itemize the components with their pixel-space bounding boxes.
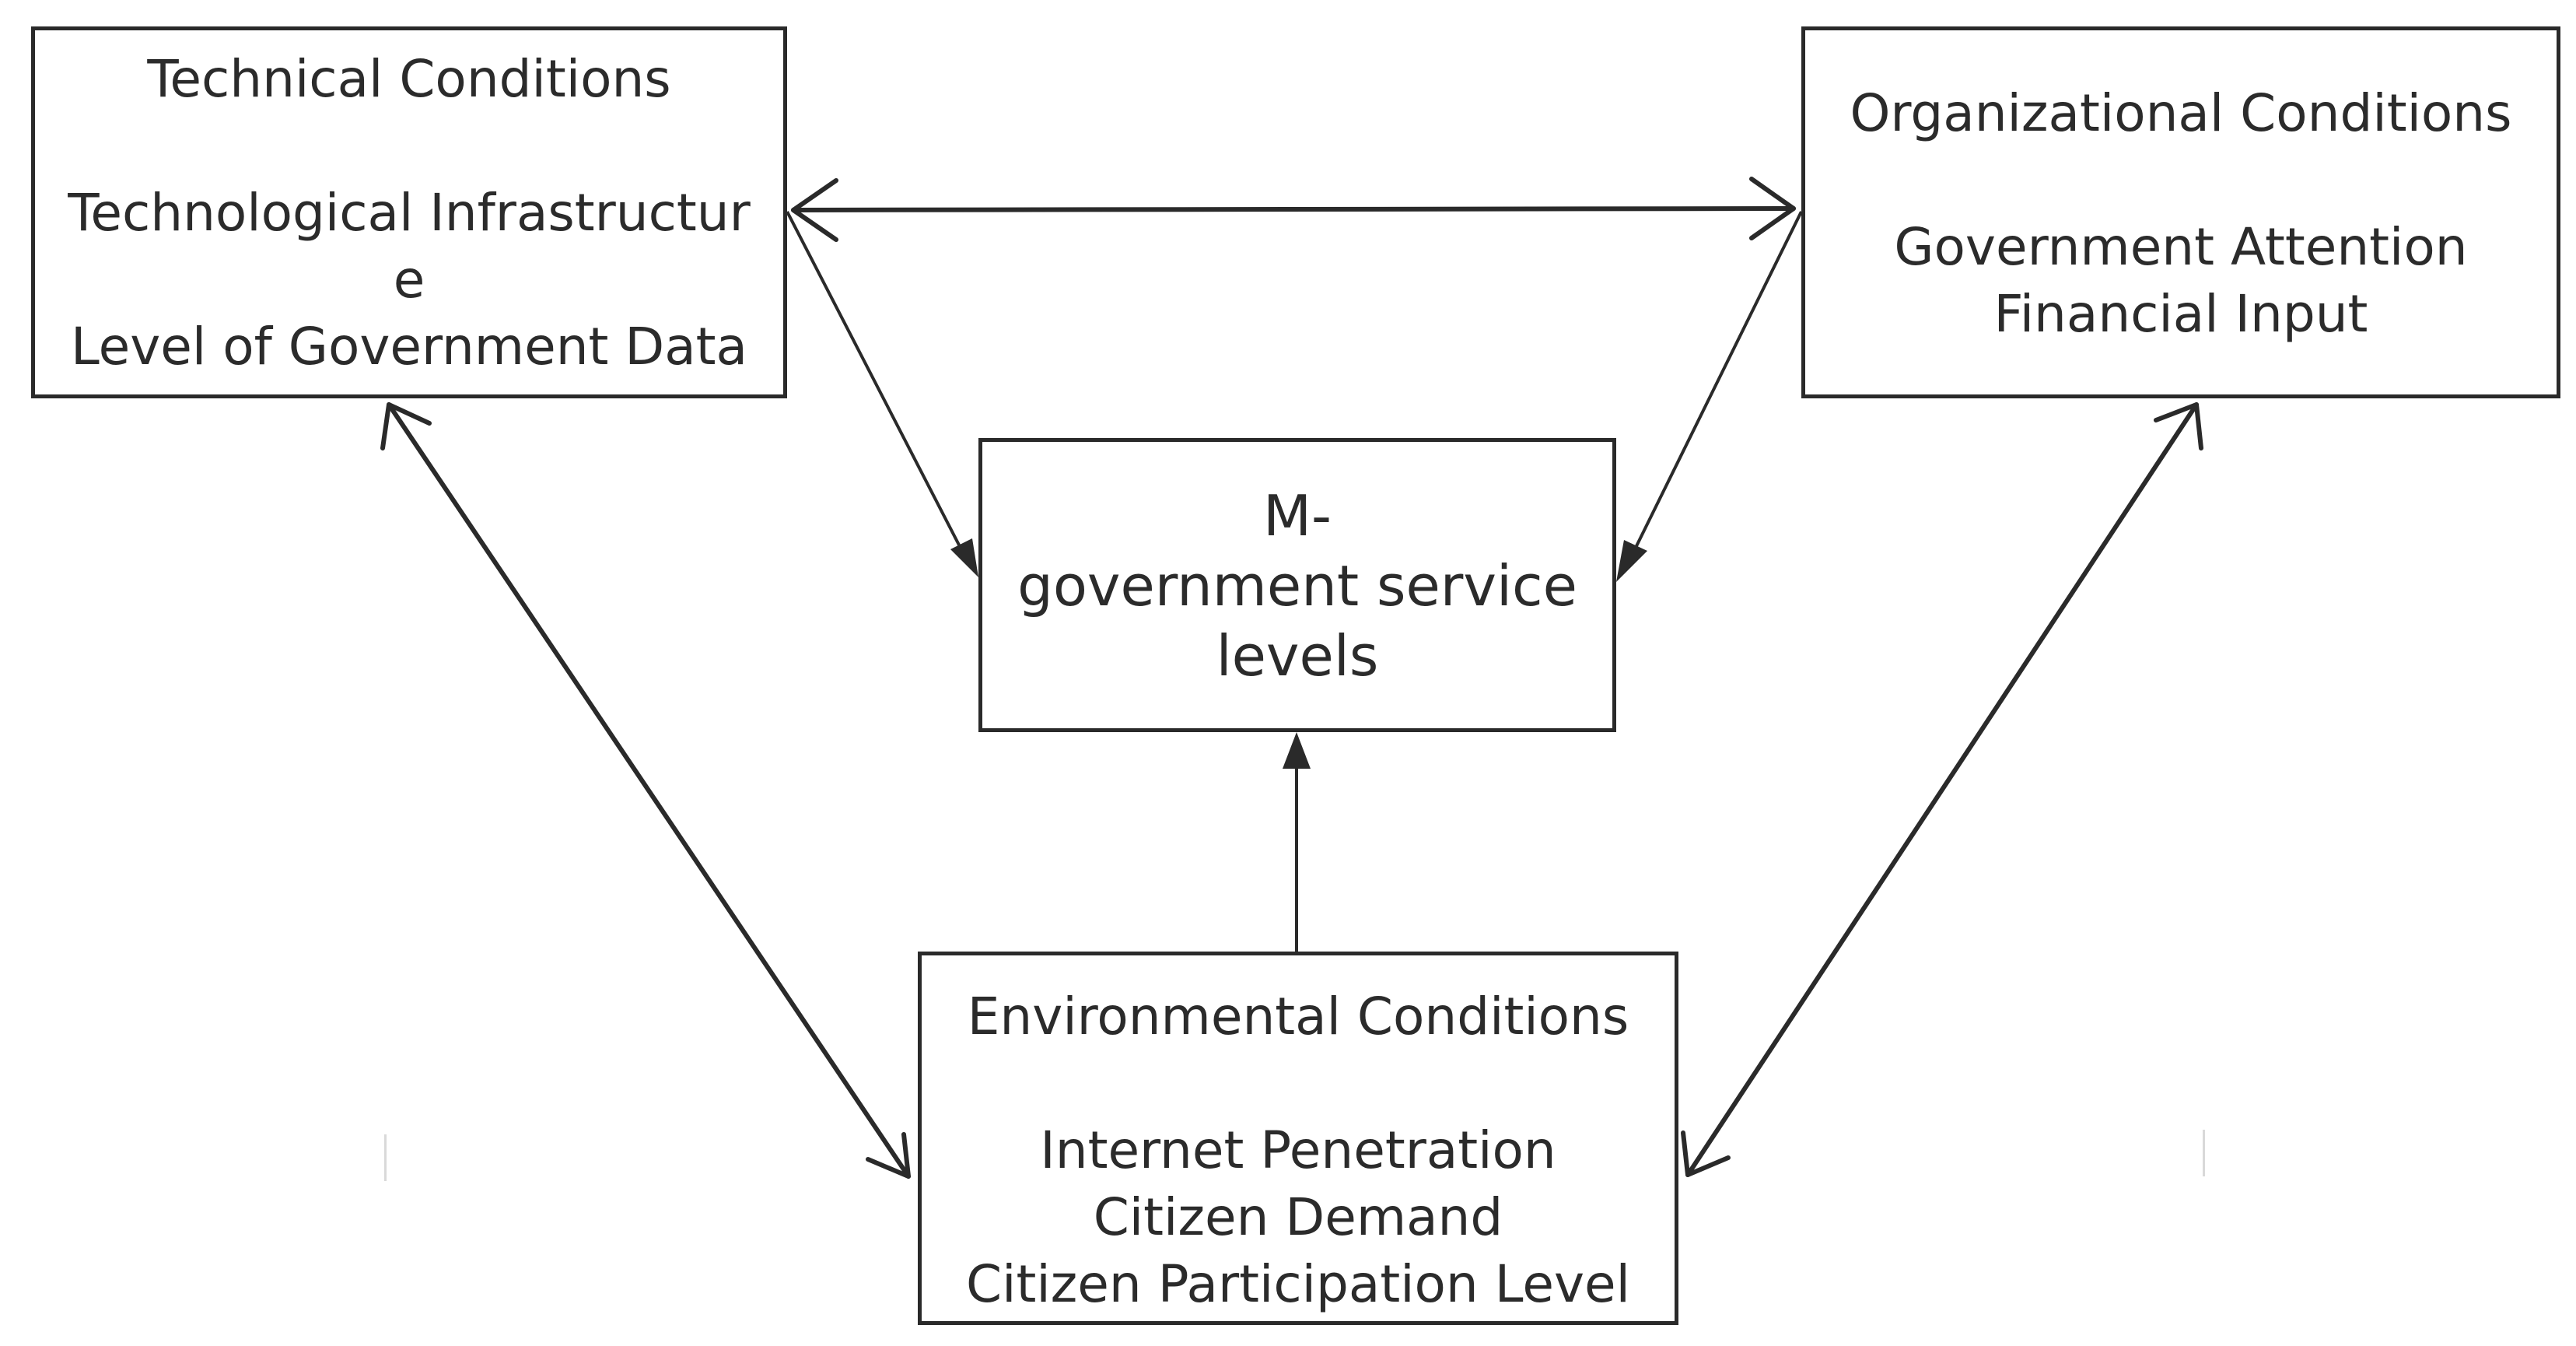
arrow-technical-organizational: [791, 177, 1796, 242]
technical-item-government-data: Level of Government Data: [71, 317, 747, 377]
environmental-conditions-box: Environmental Conditions Internet Penetr…: [918, 952, 1678, 1325]
environmental-item-participation: Citizen Participation Level: [966, 1254, 1630, 1314]
faint-mark-left: [384, 1134, 387, 1181]
arrow-environmental-center: [1283, 732, 1311, 952]
technical-item-infrastructure: Technological Infrastructur: [68, 183, 751, 243]
center-line-3: levels: [1216, 623, 1379, 689]
environmental-spacer: [922, 1050, 1675, 1117]
center-line-1: M-: [1262, 483, 1332, 549]
arrow-technical-center: [786, 211, 978, 577]
environmental-item-demand: Citizen Demand: [1093, 1187, 1503, 1247]
arrow-technical-environmental: [380, 402, 911, 1179]
organizational-title: Organizational Conditions: [1850, 83, 2512, 143]
environmental-title: Environmental Conditions: [967, 987, 1629, 1046]
m-government-service-levels-box: M- government service levels: [978, 438, 1616, 732]
arrow-organizational-center: [1616, 211, 1803, 582]
organizational-spacer: [1805, 147, 2557, 214]
organizational-item-financial: Financial Input: [1993, 284, 2368, 344]
organizational-item-attention: Government Attention: [1894, 217, 2468, 277]
technical-spacer: [35, 113, 783, 180]
organizational-conditions-box: Organizational Conditions Government Att…: [1801, 26, 2560, 398]
technical-title: Technical Conditions: [147, 49, 671, 109]
arrow-organizational-environmental: [1681, 402, 2203, 1177]
faint-mark-right: [2203, 1130, 2205, 1176]
technical-item-infrastructure-wrap: e: [393, 250, 425, 310]
environmental-item-internet: Internet Penetration: [1040, 1120, 1556, 1180]
technical-conditions-box: Technical Conditions Technological Infra…: [31, 26, 787, 398]
center-line-2: government service: [1017, 553, 1577, 619]
